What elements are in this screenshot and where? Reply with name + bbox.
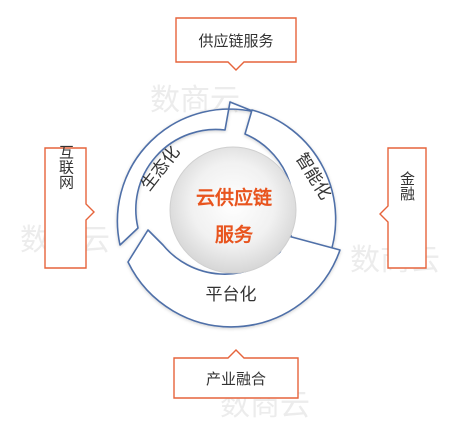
callout-right-label: 金融 bbox=[398, 171, 416, 201]
center-title-line1: 云供应链 bbox=[196, 186, 272, 209]
callout-bottom-box bbox=[173, 349, 299, 399]
callout-right: 金融 bbox=[379, 147, 427, 269]
segment-label-bottom: 平台化 bbox=[206, 285, 257, 305]
center-circle bbox=[169, 146, 297, 274]
callout-left: 互联网 bbox=[44, 145, 95, 269]
callout-left-box bbox=[44, 147, 95, 269]
callout-top-box bbox=[175, 17, 297, 71]
callout-right-box bbox=[379, 147, 427, 269]
center-title-line2: 服务 bbox=[215, 223, 254, 246]
callout-left-label: 互联网 bbox=[57, 145, 75, 191]
callout-bottom-label: 产业融合 bbox=[206, 370, 266, 388]
callout-top: 供应链服务 bbox=[175, 17, 297, 71]
callout-bottom: 产业融合 bbox=[173, 349, 299, 399]
callout-top-label: 供应链服务 bbox=[198, 32, 273, 50]
